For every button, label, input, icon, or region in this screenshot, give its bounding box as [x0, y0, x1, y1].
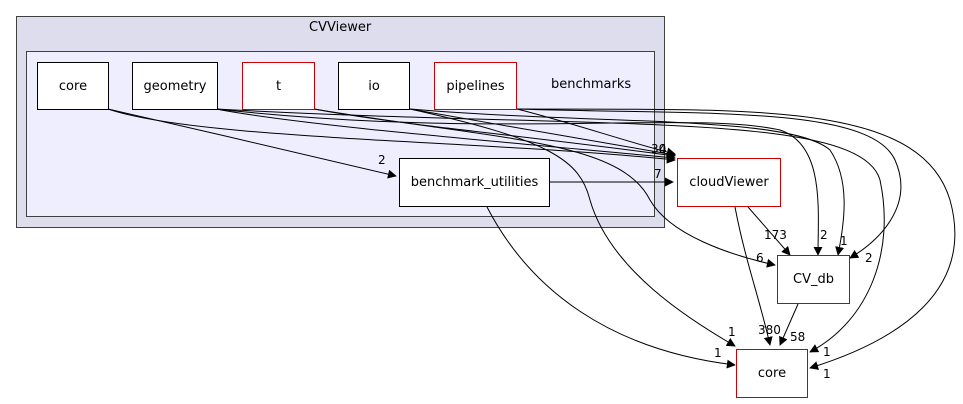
node-cloudviewer[interactable]: cloudViewer — [677, 158, 781, 207]
node-core-outer[interactable]: core — [736, 349, 808, 398]
edge-t-cvdb — [313, 108, 776, 268]
edge-geometry-core — [215, 108, 885, 353]
cvviewer-cluster-label: CVViewer — [309, 20, 372, 35]
edge-pipelines-cvdb-right — [516, 108, 902, 259]
edge-benchmark-utilities-core — [486, 206, 736, 369]
edge-label: 7 — [654, 167, 662, 181]
edge-label: 2 — [820, 228, 828, 242]
edge-geometry-cloudviewer — [215, 108, 676, 162]
edge-geometry-cvdb — [215, 108, 823, 256]
node-geometry[interactable]: geometry — [132, 62, 218, 110]
node-benchmark-utilities[interactable]: benchmark_utilities — [399, 158, 550, 207]
edge-cloudviewer-cvdb — [747, 206, 791, 256]
edge-core-cloudviewer — [107, 108, 676, 164]
edge-label: 58 — [790, 330, 805, 344]
edge-label: 1 — [714, 346, 722, 360]
edge-io-cvdb — [409, 108, 845, 256]
benchmarks-cluster-label: benchmarks — [551, 77, 632, 92]
edge-pipelines-core — [516, 108, 956, 370]
edge-cvdb-core — [779, 303, 799, 346]
node-io[interactable]: io — [338, 62, 410, 110]
edge-io-core — [409, 108, 736, 347]
edge-label: 2 — [378, 153, 386, 167]
node-t[interactable]: t — [242, 62, 315, 110]
edge-label: 1 — [728, 325, 736, 339]
edge-io-cloudviewer — [409, 108, 676, 159]
node-cv-db[interactable]: CV_db — [777, 255, 850, 304]
edge-label: 380 — [758, 323, 781, 337]
edge-label: 1 — [840, 234, 848, 248]
edge-label: 6 — [756, 251, 764, 265]
edge-core-benchmark-utilities — [107, 108, 397, 179]
edge-label: 1 — [823, 367, 831, 381]
node-core-inner[interactable]: core — [37, 62, 109, 110]
node-pipelines[interactable]: pipelines — [434, 62, 517, 110]
edge-label: 2 — [865, 251, 873, 265]
edge-label: 30 — [651, 142, 666, 156]
edge-label: 173 — [764, 228, 787, 242]
edge-label: 1 — [823, 345, 831, 359]
edge-label: 4 — [659, 142, 667, 156]
edge-pipelines-cloudviewer — [516, 108, 676, 157]
edge-cloudviewer-core — [734, 206, 773, 346]
